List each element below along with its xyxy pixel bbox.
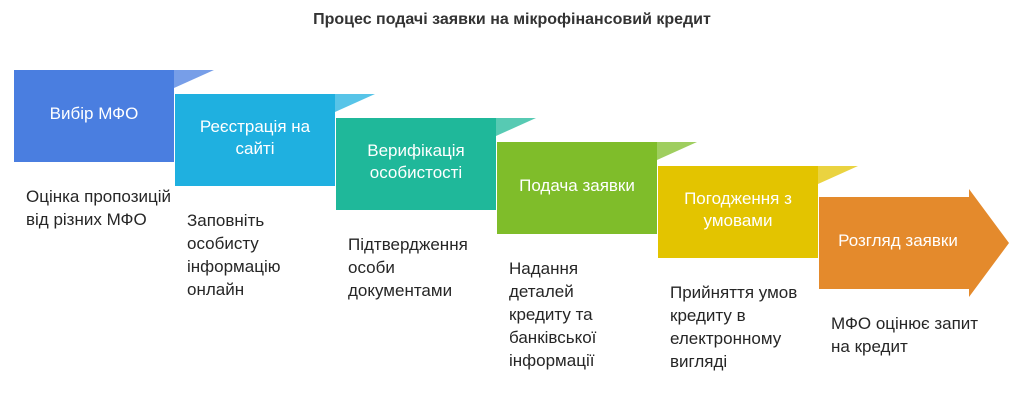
step-block-6 xyxy=(819,189,1009,297)
step-fold-1 xyxy=(174,70,214,88)
step-fold-3 xyxy=(496,118,536,136)
diagram-title: Процес подачі заявки на мікрофінансовий … xyxy=(313,11,711,28)
step-description-6: МФО оцінює запит на кредит xyxy=(831,314,979,356)
step-label-3: Верифікація особистості xyxy=(367,141,465,182)
step-label-4: Подача заявки xyxy=(519,176,635,195)
step-block-5 xyxy=(658,166,818,258)
step-block-2 xyxy=(175,94,335,186)
step-block-3 xyxy=(336,118,496,210)
step-description-3: Підтвердження особи документами xyxy=(348,235,468,300)
step-label-2: Реєстрація на сайті xyxy=(199,117,311,158)
step-description-2: Заповніть особисту інформацію онлайн xyxy=(187,211,281,299)
step-description-5: Прийняття умов кредиту в електронному ви… xyxy=(670,283,798,371)
step-label-1: Вибір МФО xyxy=(49,104,139,123)
step-label-5: Погодження з умовами xyxy=(684,189,792,230)
step-description-4: Надання деталей кредиту та банківської і… xyxy=(509,259,597,370)
step-description-1: Оцінка пропозицій від різних МФО xyxy=(26,187,171,229)
step-fold-4 xyxy=(657,142,697,160)
step-block-1 xyxy=(14,70,174,162)
step-block-4 xyxy=(497,142,657,234)
step-fold-5 xyxy=(818,166,858,184)
step-label-6: Розгляд заявки xyxy=(838,231,958,250)
step-fold-2 xyxy=(335,94,375,112)
